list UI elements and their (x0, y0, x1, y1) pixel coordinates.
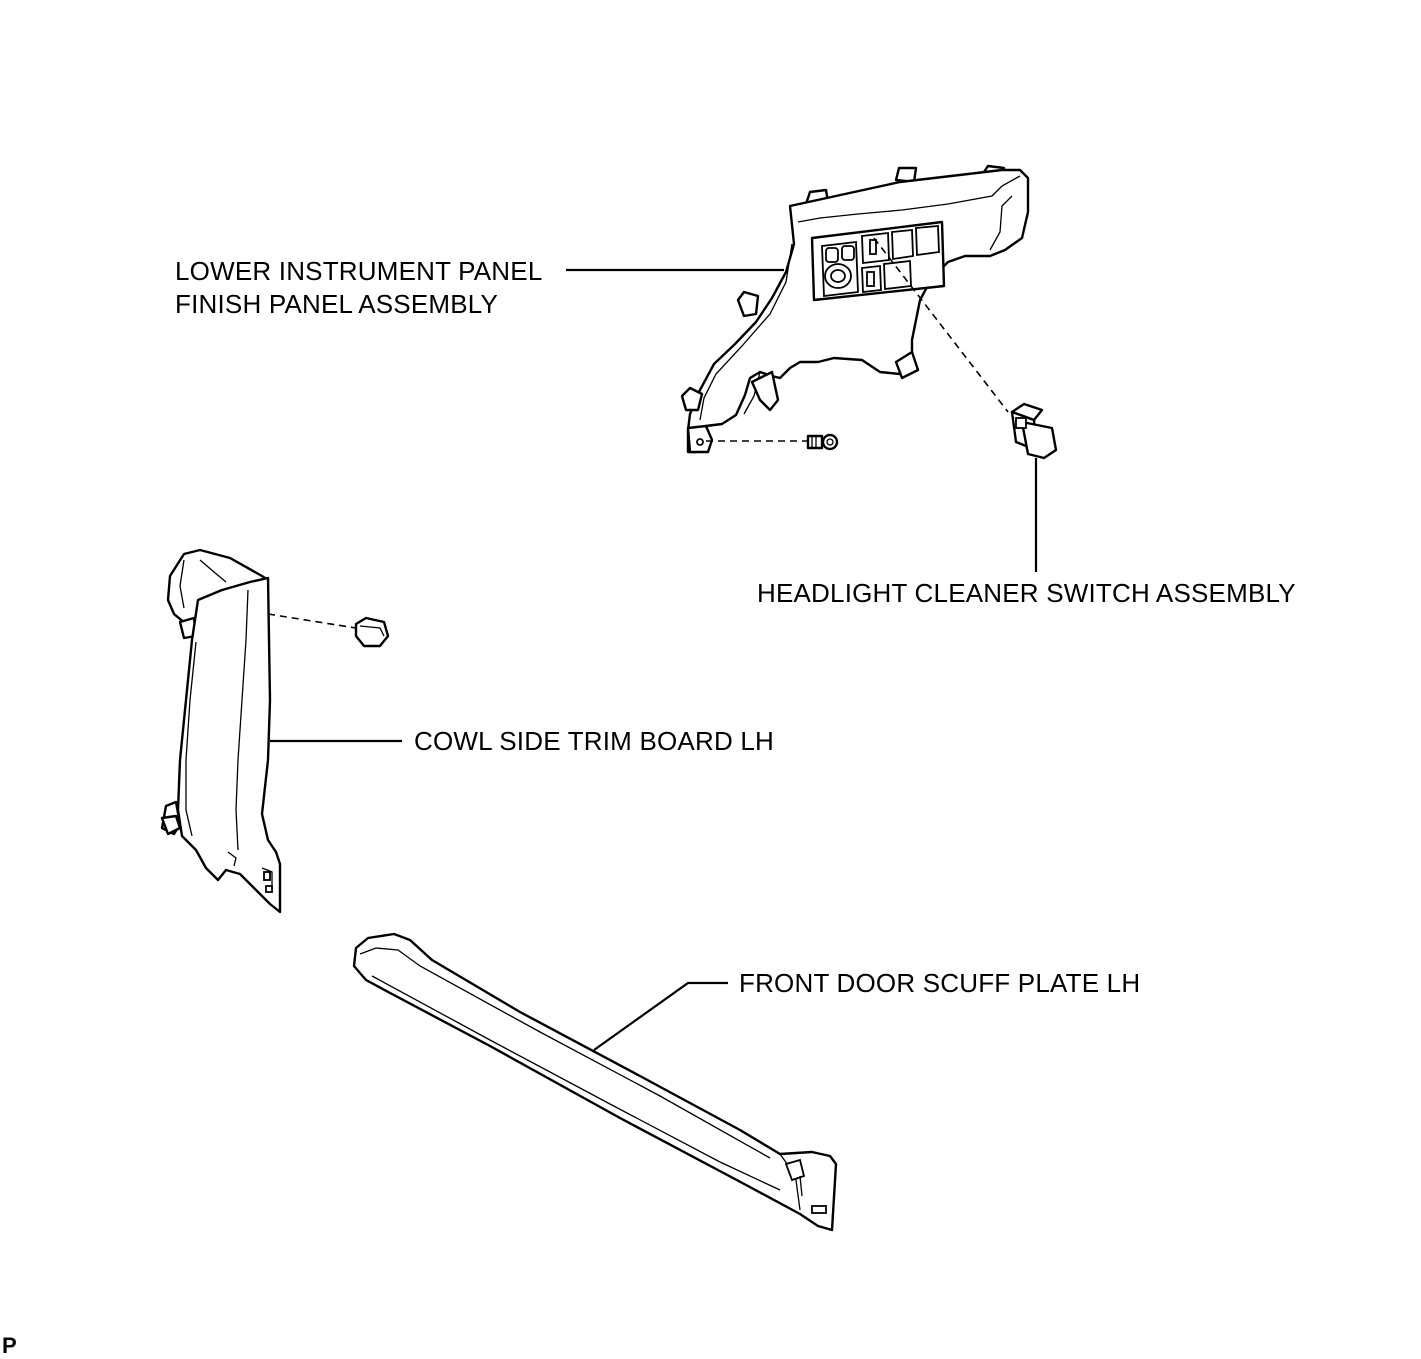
cowl-side-trim-part (160, 548, 282, 914)
label-lower-panel-line2: FINISH PANEL ASSEMBLY (175, 289, 499, 319)
panel-screw (706, 433, 839, 451)
corner-code: P (2, 1333, 17, 1358)
label-scuff-plate: FRONT DOOR SCUFF PLATE LH (739, 968, 1141, 998)
label-cowl-trim: COWL SIDE TRIM BOARD LH (414, 726, 774, 756)
label-headlight-switch: HEADLIGHT CLEANER SWITCH ASSEMBLY (757, 578, 1296, 608)
headlight-cleaner-switch-part (1010, 402, 1058, 460)
label-lower-panel-line1: LOWER INSTRUMENT PANEL (175, 256, 543, 286)
switch-install-line (873, 237, 1009, 413)
front-door-scuff-plate-part (352, 932, 838, 1232)
lower-instrument-panel-part (680, 164, 1030, 454)
leader-scuff-plate (593, 981, 728, 1051)
cowl-clip (354, 616, 390, 648)
cowl-clip-line (267, 613, 357, 629)
